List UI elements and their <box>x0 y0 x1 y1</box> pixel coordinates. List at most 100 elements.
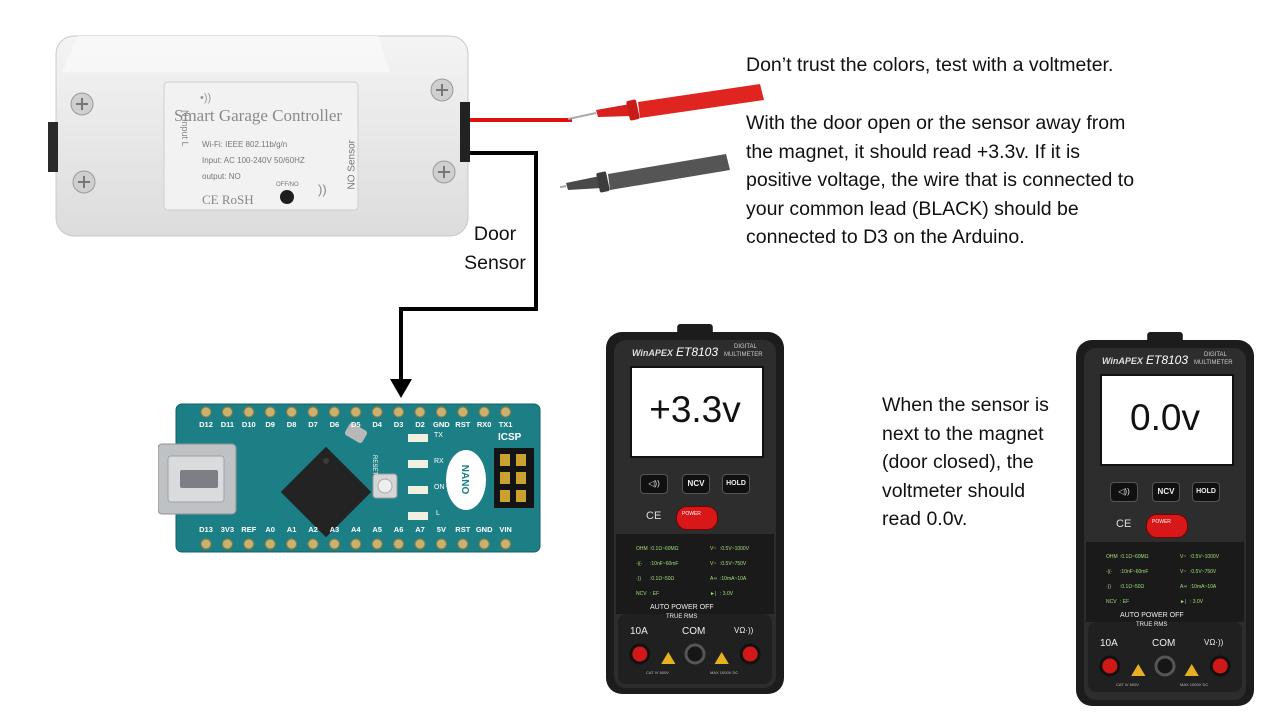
pin-hole <box>371 538 383 550</box>
pin-label: RX0 <box>476 420 492 429</box>
pin-label: REF <box>241 525 257 534</box>
hold-button[interactable]: HOLD <box>722 474 750 494</box>
hold-button[interactable]: HOLD <box>1192 482 1220 502</box>
jack-label-v: VΩ·)) <box>1204 638 1224 647</box>
probes <box>560 84 764 193</box>
meter-ce: CE <box>1116 518 1132 530</box>
arrow-head-icon <box>390 379 412 398</box>
pin-label: D12 <box>199 420 213 429</box>
range-cell: :0.5V~750V <box>1190 569 1217 575</box>
pin-hole <box>243 406 255 418</box>
note-closed-line-5: read 0.0v. <box>882 508 968 530</box>
pin-hole <box>393 406 405 418</box>
range-cell: OHM <box>636 546 648 552</box>
pin-hole <box>500 406 512 418</box>
pin-hole <box>307 406 319 418</box>
meter-true-rms: TRUE RMS <box>666 614 698 620</box>
jack-label-com: COM <box>682 626 706 637</box>
pin-hole <box>328 406 340 418</box>
controller-switch-button[interactable] <box>280 190 294 204</box>
pin-hole <box>457 538 469 550</box>
pin-label: A3 <box>329 525 340 534</box>
door-sensor-line-1: Door <box>473 223 517 245</box>
controller-wifi-icon: )) <box>318 182 327 197</box>
pin-label: A2 <box>308 525 318 534</box>
range-cell: :0.1Ω~50Ω <box>650 576 675 582</box>
led-label-tx: TX <box>434 432 443 439</box>
power-button[interactable] <box>1146 514 1188 538</box>
pin-label: A1 <box>286 525 297 534</box>
jack-label-10a: 10A <box>1100 638 1118 649</box>
controller-switch-label: OFF/NO <box>276 182 299 188</box>
pin-label: TX1 <box>498 420 513 429</box>
meter-reading: 0.0v <box>1130 397 1200 438</box>
pin-hole <box>435 406 447 418</box>
controller-input-label: N Input L <box>180 110 190 147</box>
bottom-pin-holes <box>200 538 512 550</box>
range-cell: -|(- <box>636 561 643 567</box>
range-cell: -|(- <box>1106 569 1113 575</box>
pin-label: D7 <box>308 420 318 429</box>
meter-model: ET8103 <box>1146 353 1189 367</box>
light-button[interactable]: ◁)) <box>1110 482 1138 502</box>
range-cell: ·)) <box>1106 584 1111 590</box>
pin-hole <box>350 406 362 418</box>
ncv-button[interactable]: NCV <box>1152 482 1180 502</box>
pin-label: D10 <box>241 420 256 429</box>
led-label-on: ON <box>434 484 445 491</box>
controller-sensor-label: NO Sensor <box>346 140 358 190</box>
note-trust: Don’t trust the colors, test with a volt… <box>746 54 1114 76</box>
pin-label: RST <box>455 420 471 429</box>
meter-subtitle-2: MULTIMETER <box>1194 360 1233 366</box>
range-cell: NCV <box>1106 599 1117 605</box>
pin-label: A6 <box>393 525 404 534</box>
pin-hole <box>200 406 212 418</box>
note-door-open-line-5: connected to D3 on the Arduino. <box>746 226 1025 248</box>
range-cell: :0.5V~750V <box>720 561 747 567</box>
pin-hole <box>478 406 490 418</box>
power-label: POWER <box>682 511 701 517</box>
ncv-button[interactable]: NCV <box>682 474 710 494</box>
meter-subtitle-1: DIGITAL <box>1204 352 1227 358</box>
pin-label: A0 <box>265 525 275 534</box>
wifi-icon: •)) <box>200 92 212 104</box>
pin-hole <box>393 538 405 550</box>
pin-hole <box>478 538 490 550</box>
multimeter-right: WinAPEX ET8103 DIGITAL MULTIMETER 0.0v ◁… <box>1076 332 1254 706</box>
red-probe <box>567 84 764 121</box>
pin-label: D11 <box>220 420 235 429</box>
pin-label: 3V3 <box>220 525 235 534</box>
light-button[interactable]: ◁)) <box>640 474 668 494</box>
pin-label: RST <box>455 525 471 534</box>
range-cell: ►| <box>1180 599 1187 605</box>
note-closed-line-1: When the sensor is <box>882 394 1049 416</box>
top-pin-holes <box>200 406 512 418</box>
pin-label: D6 <box>329 420 340 429</box>
range-cell: OHM <box>1106 554 1118 560</box>
range-cell: ►| <box>710 591 717 597</box>
door-sensor-line-2: Sensor <box>464 251 526 274</box>
meter-ce: CE <box>646 510 662 522</box>
range-cell: A≂ <box>710 576 718 582</box>
jack-label-v: VΩ·)) <box>734 626 754 635</box>
power-button[interactable] <box>676 506 718 530</box>
pin-hole <box>457 406 469 418</box>
pin-hole <box>350 538 362 550</box>
range-cell: :10nF~60mF <box>650 561 679 567</box>
meter-model: ET8103 <box>676 345 719 359</box>
controller-spec-2: Input: AC 100-240V 50/60HZ <box>202 156 305 165</box>
meter-warn-2: MAX 1000V DC <box>710 670 739 675</box>
icsp-label: ICSP <box>498 432 522 443</box>
meter-auto-off: AUTO POWER OFF <box>650 604 714 611</box>
garage-controller: Smart Garage Controller •)) Wi-Fi: IEEE … <box>48 32 478 242</box>
range-cell: : 3.0V <box>720 591 734 597</box>
pin-hole <box>414 406 426 418</box>
meter-brand: WinAPEX <box>632 348 673 358</box>
meter-warn-1: CAT IV 600V <box>1116 682 1139 687</box>
pin-hole <box>243 538 255 550</box>
nano-badge: NANO <box>459 464 471 495</box>
pin-label: GND <box>433 420 450 429</box>
pin-label: D2 <box>415 420 425 429</box>
